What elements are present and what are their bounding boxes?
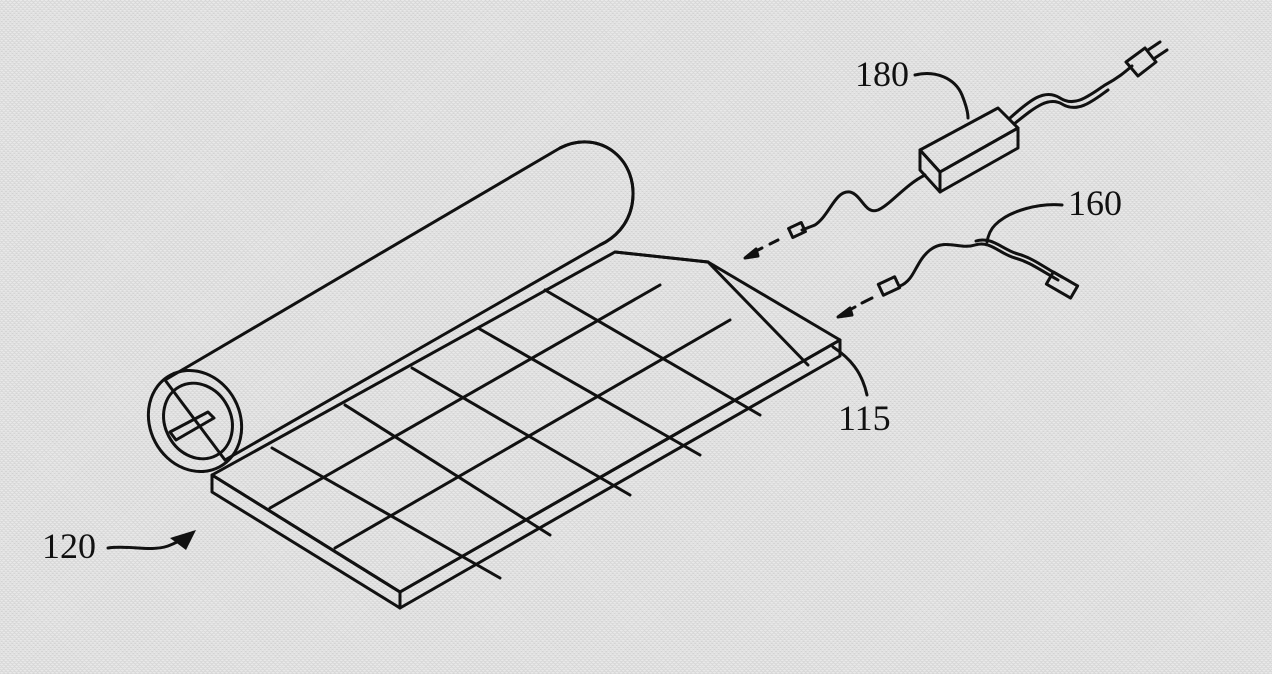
mat-left-edge xyxy=(210,473,402,610)
roll-end-outer xyxy=(146,368,244,474)
usb-cable xyxy=(836,238,1080,319)
label-180: 180 xyxy=(855,54,909,94)
rolled-section xyxy=(146,140,635,474)
leader-115 xyxy=(831,345,869,397)
leader-180 xyxy=(913,72,970,120)
leader-160 xyxy=(985,203,1064,244)
mat-grid xyxy=(268,283,762,580)
label-115: 115 xyxy=(838,398,891,438)
label-160: 160 xyxy=(1068,183,1122,223)
roll-end-inner xyxy=(162,381,234,461)
solar-mat xyxy=(210,250,842,610)
leader-120 xyxy=(106,530,196,550)
label-120: 120 xyxy=(42,526,96,566)
power-adapter xyxy=(743,40,1169,260)
